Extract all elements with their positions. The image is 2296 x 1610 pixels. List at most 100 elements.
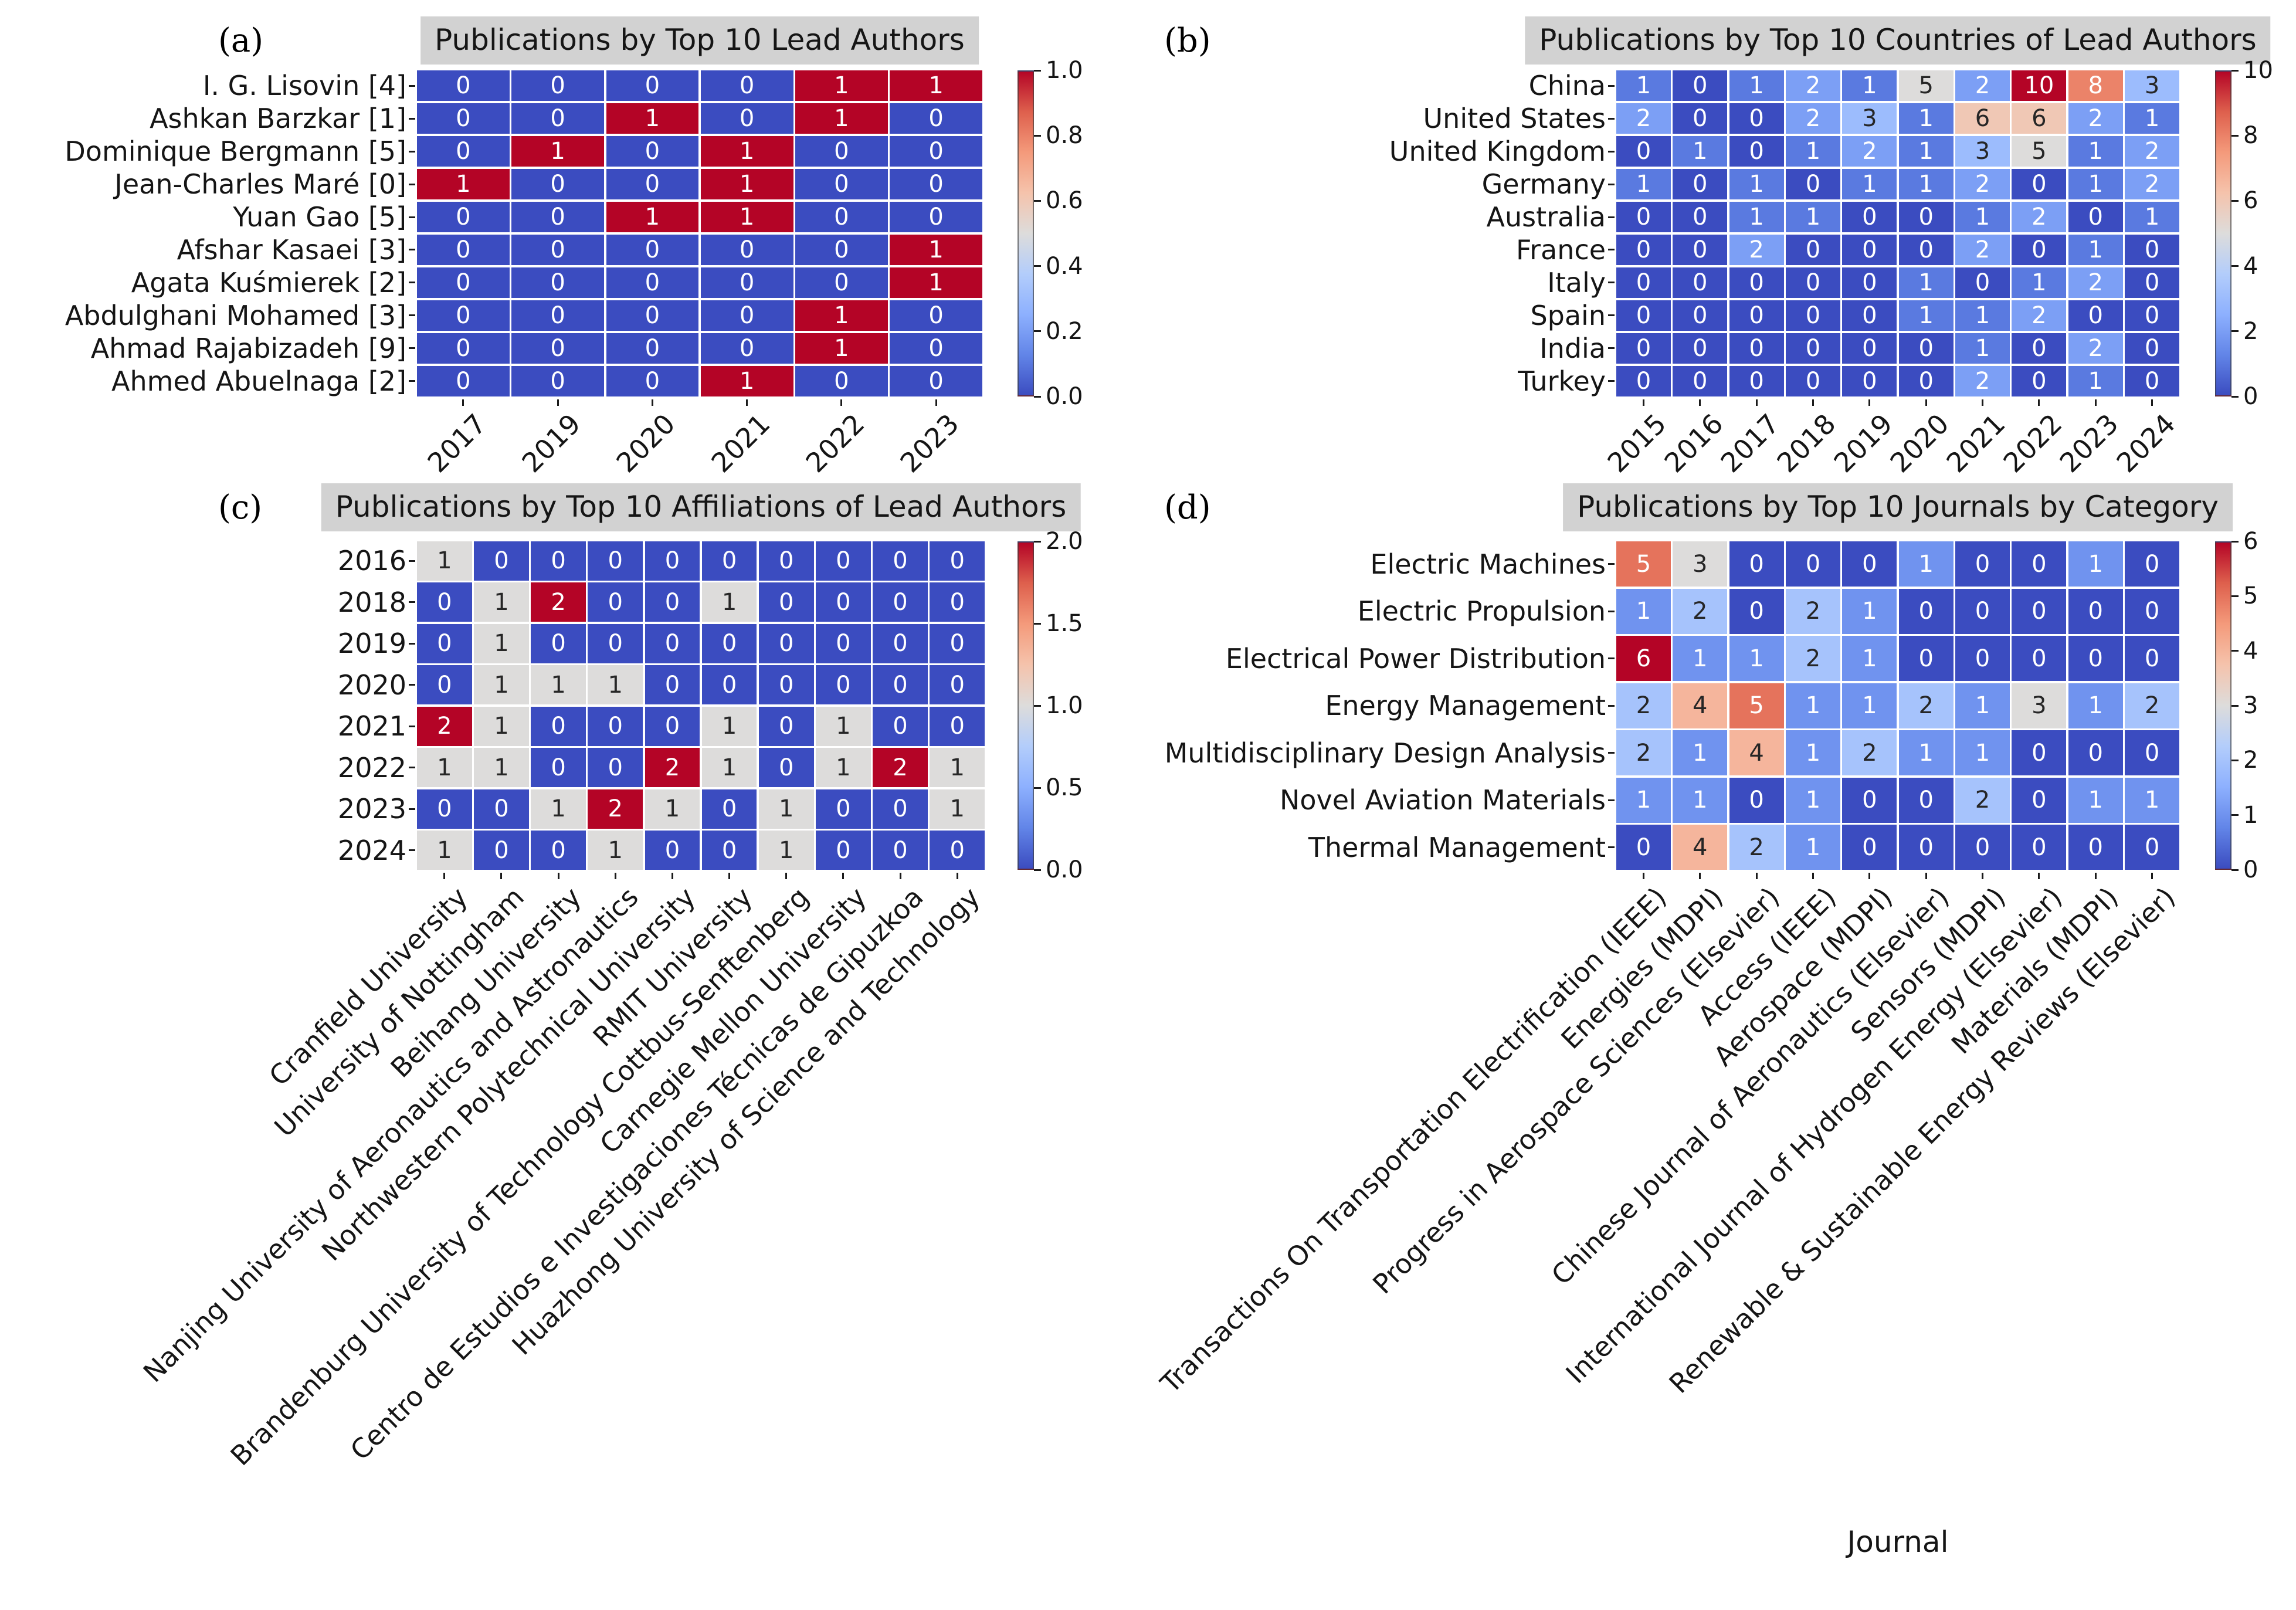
col-label: 2018: [1771, 408, 1842, 479]
heatmap-cell: 0: [1898, 201, 1954, 233]
heatmap-cell: 1: [795, 300, 888, 331]
x-axis-tick: [1982, 873, 1984, 879]
heatmap-cell: 0: [1616, 300, 1671, 331]
y-axis-tick: [1608, 846, 1615, 848]
heatmap-cell: 0: [701, 623, 757, 663]
heatmap-cell: 0: [758, 665, 814, 705]
y-axis-tick: [1608, 610, 1615, 612]
heatmap-cell: 1: [531, 665, 586, 705]
heatmap-cell: 0: [930, 831, 985, 870]
heatmap-cell: 0: [588, 582, 643, 622]
x-axis-tick: [2151, 873, 2153, 879]
heatmap-cell: 0: [531, 831, 586, 870]
col-label: 2023: [894, 408, 965, 479]
col-label: 2015: [1601, 408, 1673, 479]
heatmap-cell: 0: [417, 201, 510, 233]
heatmap-cell: 1: [1673, 777, 1728, 823]
heatmap-cell: 0: [531, 748, 586, 788]
heatmap-cell: 0: [1729, 103, 1784, 134]
heatmap-cell: 0: [2012, 730, 2067, 775]
x-axis-tick: [785, 873, 788, 879]
heatmap-cell: 0: [1842, 300, 1897, 331]
heatmap-cell: 0: [1955, 267, 2010, 299]
heatmap-cell: 0: [1842, 825, 1897, 870]
row-label: France: [1516, 233, 1606, 266]
heatmap-cell: 0: [588, 541, 643, 581]
heatmap-cell: 1: [1616, 588, 1671, 634]
x-axis-tick: [2038, 873, 2040, 879]
heatmap-cell: 1: [1898, 267, 1954, 299]
heatmap-cell: 5: [1729, 683, 1784, 728]
heatmap-cell: 1: [2068, 777, 2123, 823]
heatmap-cell: 0: [795, 201, 888, 233]
row-label: Electrical Power Distribution: [1225, 642, 1606, 674]
heatmap-cell: 1: [1842, 168, 1897, 200]
heatmap-cell: 0: [511, 168, 604, 200]
colorbar-tick: [2231, 869, 2239, 871]
heatmap-cell: 0: [511, 103, 604, 134]
colorbar-tick: [2231, 134, 2239, 137]
heatmap-cell: 1: [1842, 683, 1897, 728]
heatmap-cell: 0: [758, 748, 814, 788]
x-axis-tick: [2094, 873, 2097, 879]
x-axis-tick: [557, 873, 559, 879]
y-axis-tick: [1608, 704, 1615, 707]
heatmap-cell: 0: [1616, 234, 1671, 266]
heatmap-cell: 0: [890, 135, 982, 167]
y-axis-tick: [409, 314, 415, 317]
heatmap-cell: 0: [531, 623, 586, 663]
heatmap-cell: 8: [2068, 70, 2123, 101]
heatmap-cell: 0: [1616, 365, 1671, 396]
heatmap-cell: 0: [1842, 234, 1897, 266]
heatmap-cell: 0: [1673, 70, 1728, 101]
heatmap-cell: 0: [1729, 135, 1784, 167]
heatmap-cell: 5: [2012, 135, 2067, 167]
x-axis-tick: [1812, 399, 1814, 406]
heatmap-cell: 0: [816, 623, 871, 663]
heatmap-cell: 0: [417, 582, 472, 622]
heatmap-cell: 0: [2125, 730, 2179, 775]
heatmap-cell: 0: [1729, 267, 1784, 299]
heatmap-cell: 0: [1786, 234, 1840, 266]
x-axis-tick: [1642, 399, 1644, 406]
y-axis-tick: [409, 725, 415, 727]
x-axis-tick: [1755, 399, 1758, 406]
colorbar-tick: [2231, 330, 2239, 333]
y-axis-tick: [1608, 563, 1615, 565]
heatmap-cell: 0: [795, 168, 888, 200]
heatmap-cell: 3: [1842, 103, 1897, 134]
x-axis-tick: [728, 873, 731, 879]
y-axis-tick: [409, 183, 415, 185]
heatmap-cell: 1: [417, 541, 472, 581]
heatmap-cell: 1: [2125, 201, 2179, 233]
heatmap-cell: 1: [701, 706, 757, 746]
heatmap-cell: 2: [1955, 365, 2010, 396]
heatmap-cell: 3: [2125, 70, 2179, 101]
heatmap-cell: 0: [645, 582, 700, 622]
heatmap-cell: 0: [1673, 201, 1728, 233]
heatmap-cell: 0: [1729, 541, 1784, 587]
colorbar-tick-label: 0.0: [1046, 383, 1083, 410]
x-axis-tick: [557, 399, 559, 406]
colorbar-tick: [1034, 395, 1041, 398]
colorbar-tick-label: 8: [2243, 122, 2258, 150]
x-axis-tick: [2038, 399, 2040, 406]
colorbar-tick: [2231, 704, 2239, 707]
heatmap-cell: 0: [1786, 541, 1840, 587]
heatmap-cell: 2: [1842, 730, 1897, 775]
heatmap-cell: 0: [1842, 333, 1897, 364]
heatmap-cell: 6: [1616, 636, 1671, 681]
heatmap-cell: 1: [1898, 730, 1954, 775]
heatmap-cell: 2: [2012, 201, 2067, 233]
heatmap-cell: 0: [1786, 168, 1840, 200]
row-label: 2016: [337, 545, 406, 577]
heatmap-cell: 0: [758, 541, 814, 581]
heatmap-cell: 0: [700, 70, 793, 101]
heatmap-cell: 0: [1673, 234, 1728, 266]
heatmap-cell: 0: [606, 168, 699, 200]
heatmap-cell: 1: [511, 135, 604, 167]
heatmap-cell: 1: [474, 582, 529, 622]
heatmap-cell: 0: [873, 789, 928, 829]
heatmap-cell: 1: [474, 665, 529, 705]
colorbar-tick-label: 2: [2243, 747, 2258, 774]
